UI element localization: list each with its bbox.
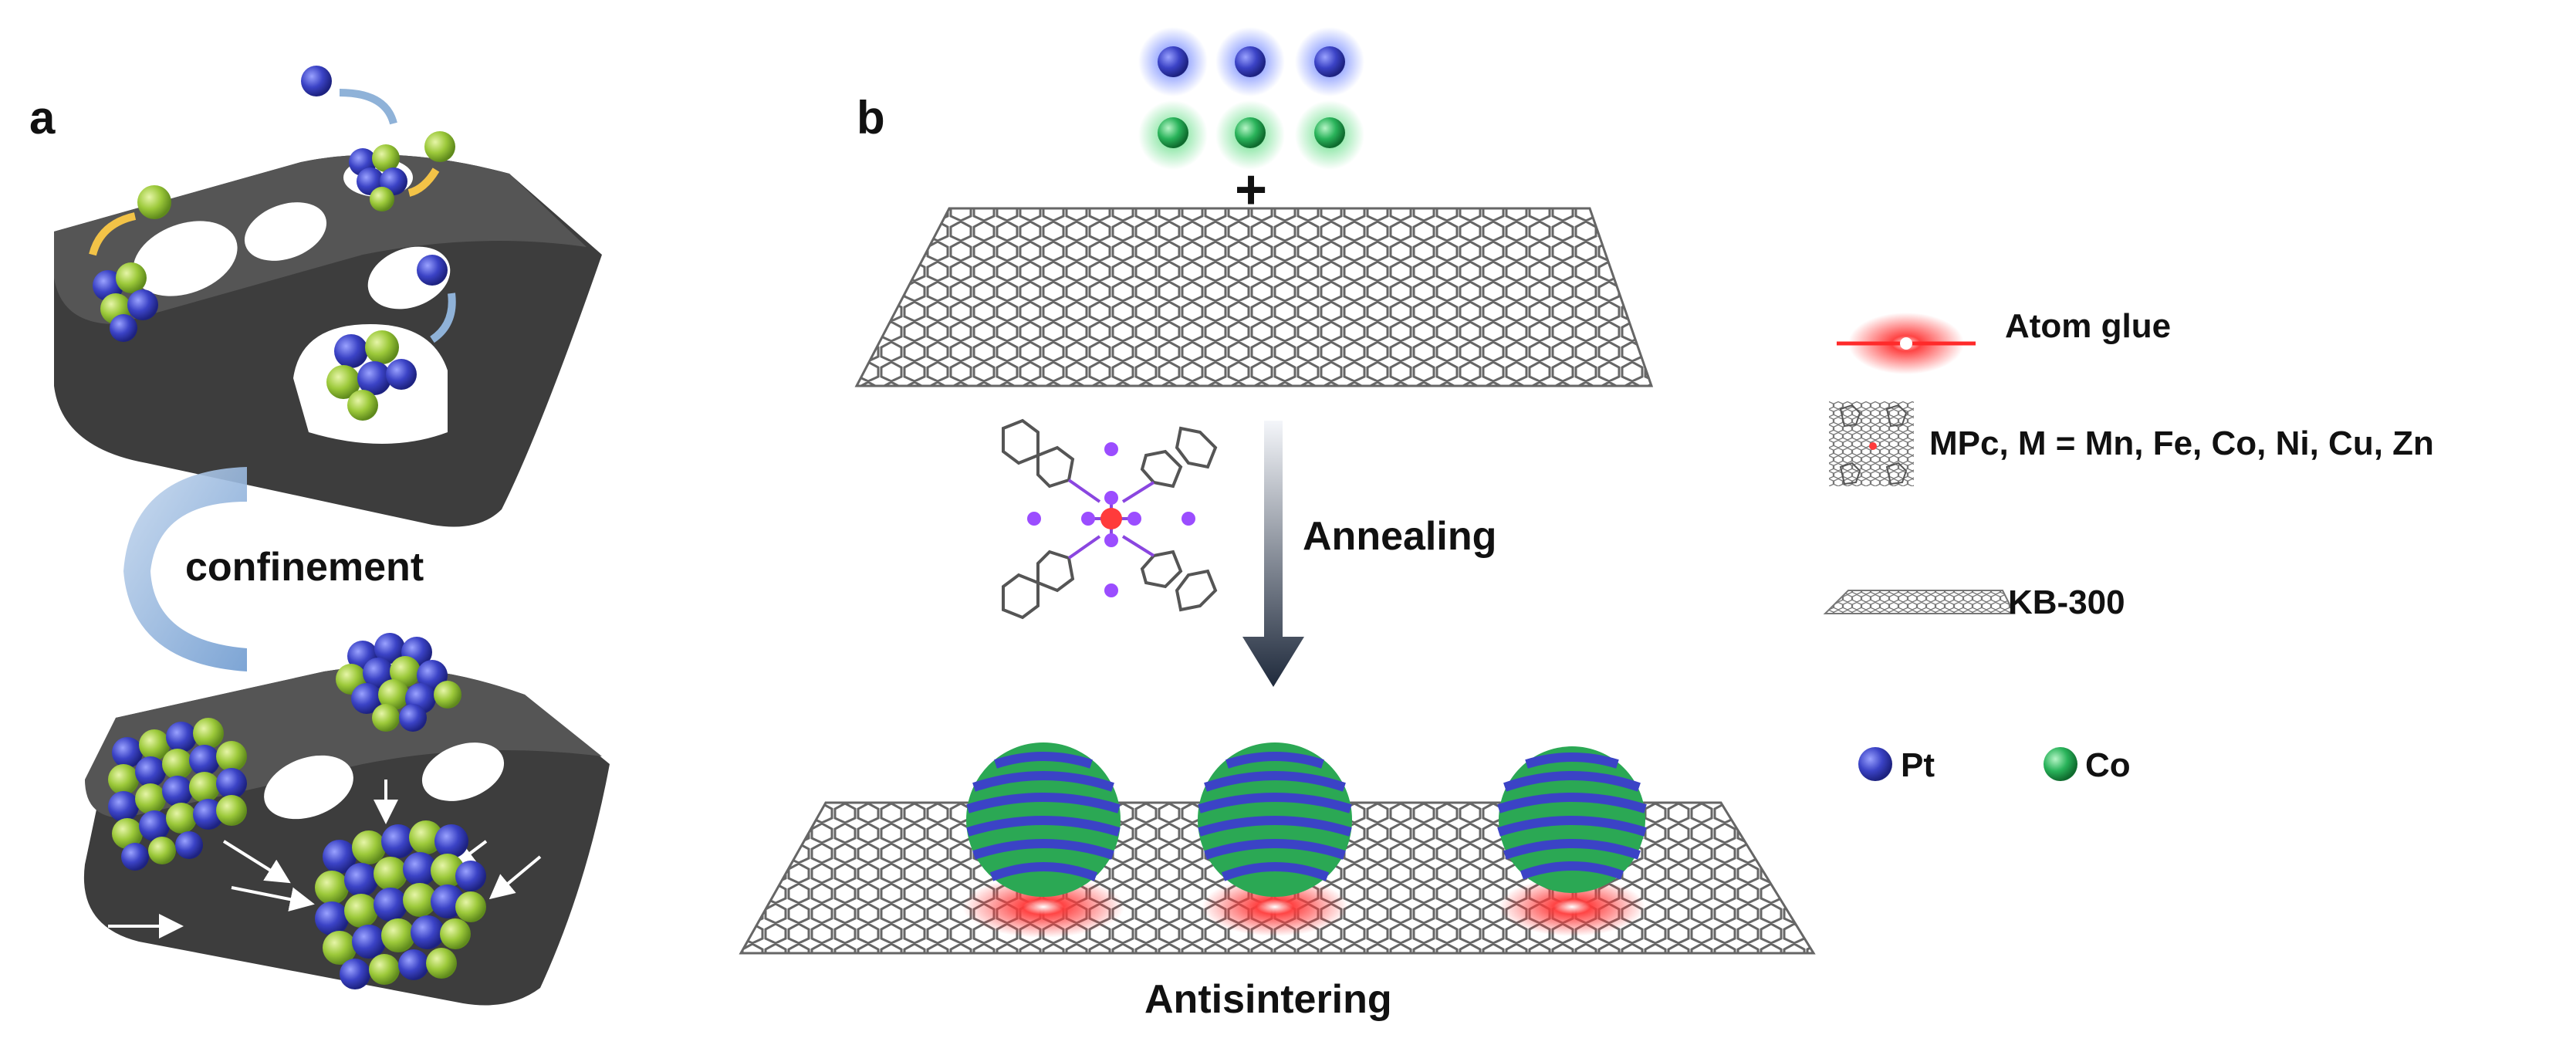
confinement-label: confinement [185, 545, 424, 590]
annealing-arrow [1242, 421, 1304, 687]
panel-a-top-clusters [89, 66, 456, 421]
panel-a-label: a [29, 92, 56, 144]
alloy-nanoparticles [962, 742, 1647, 938]
confinement-arrow [123, 467, 247, 671]
antisintering-label: Antisintering [1144, 977, 1392, 1022]
legend-pt-swatch [1858, 747, 1892, 781]
co-atom [1158, 117, 1188, 148]
legend-support-swatch [1823, 590, 2016, 614]
legend-co-swatch [2044, 747, 2077, 781]
annealing-label: Annealing [1303, 514, 1497, 559]
legend-pt-label: Pt [1901, 746, 1935, 784]
co-atom [1314, 117, 1345, 148]
metal-center [1100, 508, 1122, 529]
legend-co-label: Co [2085, 746, 2131, 784]
graphene-sheet-top [854, 207, 1654, 387]
legend-atom-glue-label: Atom glue [2005, 307, 2172, 345]
legend-support-label: KB-300 [2008, 583, 2125, 621]
precursor-atoms [1138, 27, 1364, 170]
cube-cluster-left [108, 718, 247, 871]
legend-mpc-label: MPc, M = Mn, Fe, Co, Ni, Cu, Zn [1929, 424, 2434, 462]
phthalocyanine-atoms [1027, 442, 1195, 597]
pt-atom [1158, 46, 1188, 77]
legend-mpc-swatch [1829, 401, 1914, 486]
pt-atom [1314, 46, 1345, 77]
panel-a-top-support [54, 154, 602, 527]
co-atom [1235, 117, 1266, 148]
cube-cluster-center [315, 820, 486, 989]
nanoparticle [962, 742, 1124, 938]
nanoparticle [1198, 742, 1352, 936]
legend-atom-glue-swatch [1837, 313, 1976, 374]
pt-atom [1235, 46, 1266, 77]
panel-a-bottom-clusters [108, 633, 486, 989]
nanoparticle [1497, 746, 1647, 936]
cluster-top-center [336, 633, 461, 732]
plus-sign: + [1235, 159, 1268, 221]
panel-b-label: b [857, 92, 885, 144]
